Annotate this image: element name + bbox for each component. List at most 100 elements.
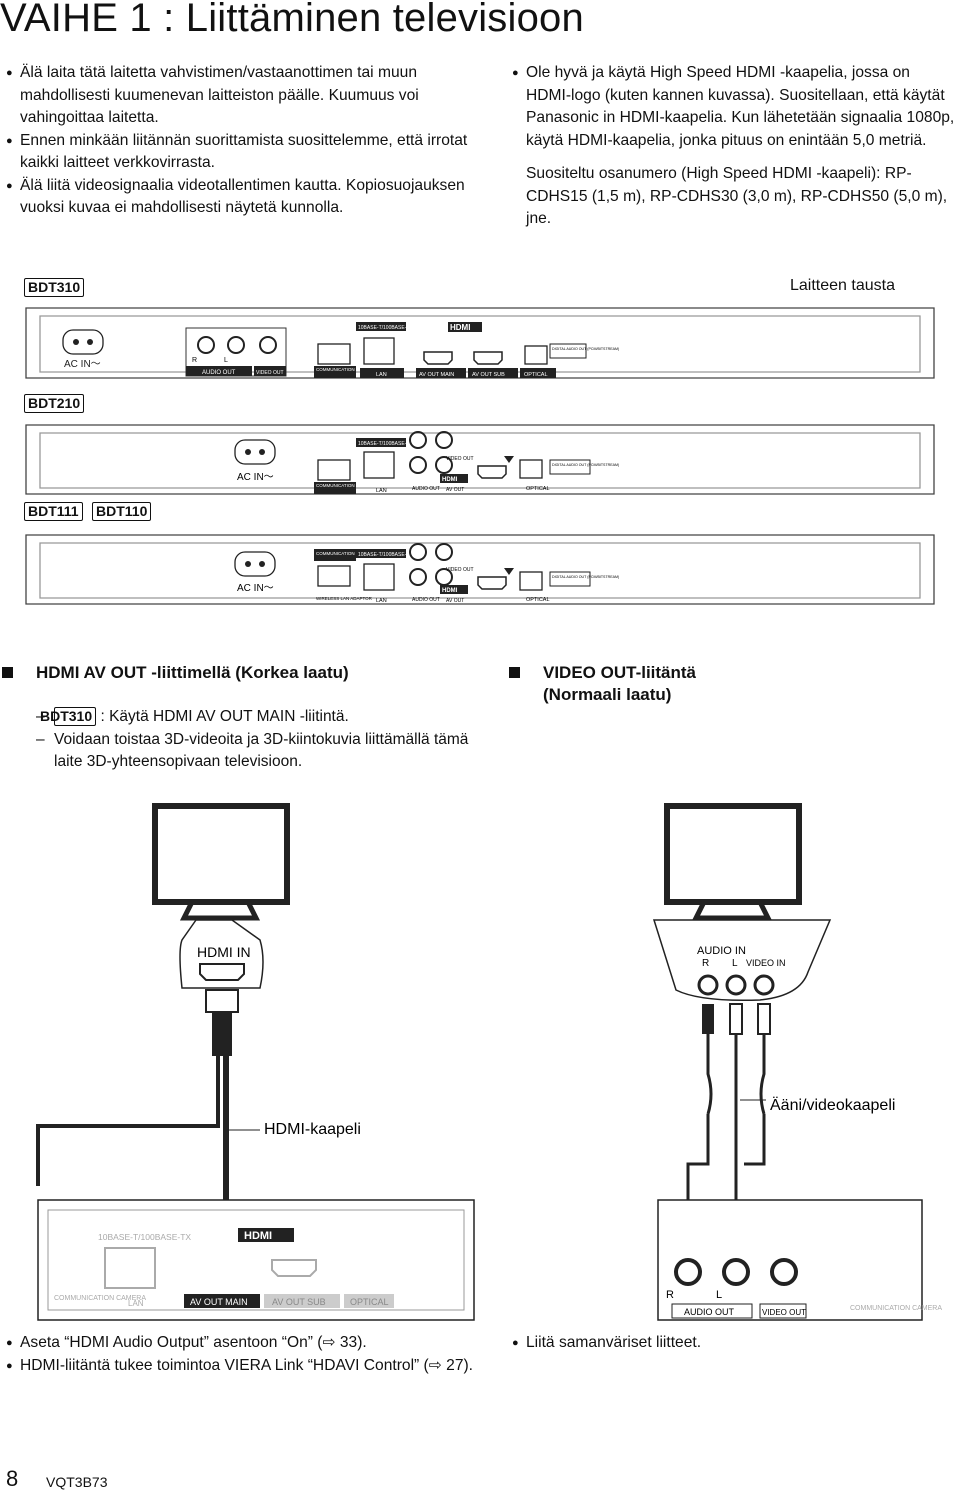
av-cable [706, 1034, 766, 1154]
lan-label: LAN [376, 372, 387, 378]
hdmi-logo: HDMI [442, 477, 458, 483]
ac-in-label: AC IN～ [237, 583, 274, 594]
comm-camera-label: COMMUNICATION CAMERA [316, 367, 375, 372]
optical-label: OPTICAL [526, 597, 550, 603]
hdmi-in-port-icon [199, 963, 245, 981]
footer-left: Aseta “HDMI Audio Output” asentoon “On” … [6, 1332, 476, 1377]
video-out-label: VIDEO OUT [446, 456, 474, 462]
wireless-lan-label: WIRELESS LAN ADAPTOR [316, 596, 373, 601]
hdmi-logo: HDMI [244, 1230, 272, 1242]
hdmi-section-notes: BDT310 : Käytä HDMI AV OUT MAIN -liitint… [36, 706, 476, 774]
hdmi-section-heading: HDMI AV OUT -liittimellä (Korkea laatu) [2, 662, 456, 684]
l-label: L [716, 1289, 722, 1301]
r-label: R [666, 1289, 674, 1301]
l-label: L [224, 357, 228, 364]
video-out-label: VIDEO OUT [762, 1308, 806, 1317]
video-jack-icon [435, 456, 453, 474]
rear-panels: AC IN～ R L AUDIO OUT VIDEO OUT COMMUNICA… [25, 307, 935, 605]
audio-r-jack-icon [674, 1258, 702, 1286]
intro-right: Ole hyvä ja käytä High Speed HDMI -kaape… [512, 62, 958, 231]
footer-left-bullet: HDMI-liitäntä tukee toimintoa VIERA Link… [6, 1355, 476, 1378]
audio-in-r-jack-icon [697, 974, 719, 996]
optical-label: OPTICAL [350, 1297, 389, 1307]
optical-label: OPTICAL [526, 486, 550, 492]
optical-port-icon [519, 459, 543, 479]
hdmi-note-1-text: : Käytä HDMI AV OUT MAIN -liitintä. [100, 708, 349, 725]
video-in-label: VIDEO IN [746, 958, 786, 968]
hdmi-sub-port-icon [271, 1259, 317, 1277]
doc-code: VQT3B73 [46, 1474, 108, 1490]
digital-audio-label: DIGITAL AUDIO OUT (PCM/BITSTREAM) [552, 347, 619, 351]
tv-icon [664, 803, 802, 921]
av-out-label: AV OUT [446, 598, 464, 604]
video-jack-icon [770, 1258, 798, 1286]
footer-right: Liitä samanväriset liitteet. [512, 1332, 952, 1355]
ac-inlet-icon [234, 439, 276, 465]
audio-in-l-jack-icon [725, 974, 747, 996]
audio-jack-icon [409, 456, 427, 474]
audio-l-jack-icon [227, 336, 245, 354]
connection-diagram: HDMI IN HDMI-kaapeli AUDIO IN R L VIDEO … [36, 803, 942, 1321]
video-out-label: VIDEO OUT [446, 567, 474, 573]
lan-port-icon [363, 451, 395, 479]
av-out-label: AV OUT [446, 487, 464, 493]
rear-panel-label: Laitteen tausta [790, 277, 895, 294]
hdmi-note-1: BDT310 : Käytä HDMI AV OUT MAIN -liitint… [36, 706, 476, 729]
model-tag-bdt111: BDT111 [24, 502, 83, 521]
lan-label: LAN [376, 488, 387, 494]
intro-left-bullet: Älä liitä videosignaalia videotallentime… [6, 175, 476, 220]
lan-spec-label: 10BASE-T/100BASE-TX [358, 441, 413, 447]
footer-left-bullet: Aseta “HDMI Audio Output” asentoon “On” … [6, 1332, 476, 1355]
usb-port-icon [317, 565, 351, 587]
digital-audio-label: DIGITAL AUDIO OUT (PCM/BITSTREAM) [552, 463, 619, 467]
comm-camera-label: COMMUNICATION CAMERA [850, 1305, 942, 1312]
av-in-callout [652, 919, 832, 1002]
audio-out-label: AUDIO OUT [412, 486, 440, 492]
comm-camera-label: COMMUNICATION CAMERA [316, 551, 375, 556]
lan-port-icon [363, 337, 395, 365]
audio-jack-icon [409, 568, 427, 586]
recommended-parts: Suositeltu osanumero (High Speed HDMI -k… [526, 165, 948, 227]
ac-inlet-icon [62, 329, 104, 355]
hdmi-sub-port-icon [473, 351, 503, 365]
panel-bdt210: AC IN～ COMMUNICATION CAMERA 10BASE-T/100… [234, 431, 619, 494]
audio-l-jack-icon [722, 1258, 750, 1286]
camera-port-icon [317, 459, 351, 481]
av-out-sub-label: AV OUT SUB [472, 372, 505, 378]
audio-out-label: AUDIO OUT [684, 1307, 735, 1317]
lan-port-icon [104, 1247, 156, 1289]
model-tag-bdt110: BDT110 [92, 502, 152, 521]
lan-spec-label: 10BASE-T/100BASE-TX [358, 325, 413, 331]
hdmi-cable [36, 1056, 220, 1186]
intro-right-bullet: Ole hyvä ja käytä High Speed HDMI -kaape… [512, 62, 958, 152]
footer-right-bullet: Liitä samanväriset liitteet. [512, 1332, 952, 1355]
optical-port-icon [519, 571, 543, 591]
intro-left: Älä laita tätä laitetta vahvistimen/vast… [6, 62, 476, 220]
page-number: 8 [6, 1466, 19, 1491]
video-in-jack-icon [753, 974, 775, 996]
video-jack-icon [259, 336, 277, 354]
hdmi-note-2: Voidaan toistaa 3D-videoita ja 3D-kiinto… [36, 729, 476, 774]
hdmi-cable-label: HDMI-kaapeli [264, 1121, 361, 1138]
model-tag-bdt310: BDT310 [40, 707, 97, 726]
video-section-heading: VIDEO OUT-liitäntä (Normaali laatu) [509, 662, 773, 706]
camera-port-icon [317, 343, 351, 365]
audio-in-l-label: L [732, 958, 738, 969]
r-label: R [192, 357, 197, 364]
lan-spec-label: 10BASE-T/100BASE-TX [98, 1232, 191, 1242]
intro-left-bullet: Älä laita tätä laitetta vahvistimen/vast… [6, 62, 476, 130]
page-title: VAIHE 1 : Liittäminen televisioon [0, 0, 584, 40]
optical-port-icon [524, 345, 548, 365]
intro-left-bullet: Ennen minkään liitännän suorittamista su… [6, 130, 476, 175]
lan-label: LAN [128, 1299, 144, 1308]
hdmi-logo: HDMI [450, 323, 470, 332]
ac-inlet-icon [234, 551, 276, 577]
comm-camera-label: COMMUNICATION CAMERA [54, 1295, 146, 1302]
hdmi-in-label: HDMI IN [197, 944, 251, 960]
comm-camera-label: COMMUNICATION CAMERA [316, 483, 375, 488]
av-cable-label: Ääni/videokaapeli [770, 1096, 895, 1114]
lan-label: LAN [376, 598, 387, 604]
optical-label: OPTICAL [524, 372, 548, 378]
model-tag-bdt210: BDT210 [24, 394, 85, 413]
audio-r-jack-icon [197, 336, 215, 354]
